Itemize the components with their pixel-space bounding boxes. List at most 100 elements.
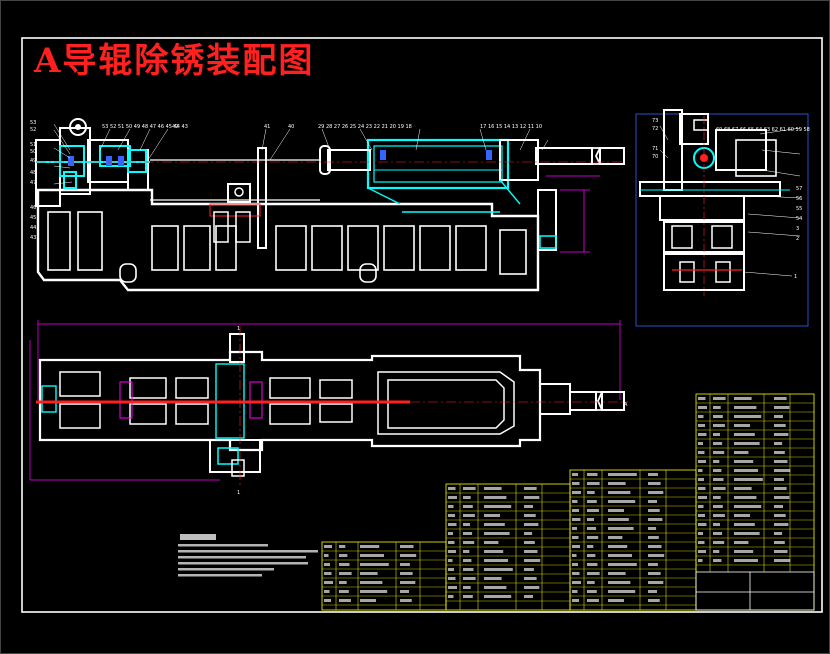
table-cell-text xyxy=(698,451,705,454)
table-cell-text xyxy=(324,590,330,593)
table-cell-text xyxy=(734,442,760,445)
table-cell-text xyxy=(463,577,476,580)
table-cell-text xyxy=(524,496,540,499)
table-cell-text xyxy=(608,491,631,494)
table-cell-text xyxy=(774,424,786,427)
svg-text:71: 71 xyxy=(652,146,658,152)
table-cell-text xyxy=(734,487,752,490)
table-cell-text xyxy=(774,433,789,436)
table-cell-text xyxy=(587,545,594,548)
table-cell-text xyxy=(734,541,749,544)
table-cell-text xyxy=(774,478,784,481)
svg-text:69 68 67 66 65 64 63 62 61 60: 69 68 67 66 65 64 63 62 61 60 59 58 xyxy=(716,127,810,133)
svg-text:53: 53 xyxy=(30,120,36,126)
svg-text:54: 54 xyxy=(796,216,802,222)
table-cell-text xyxy=(572,536,579,539)
table-cell-text xyxy=(448,532,453,535)
table-cell-text xyxy=(774,550,788,553)
table-cell-text xyxy=(484,541,499,544)
drawing-frame xyxy=(21,37,823,613)
svg-text:1: 1 xyxy=(237,326,240,332)
table-cell-text xyxy=(734,433,755,436)
table-cell-text xyxy=(774,415,783,418)
table-cell-text xyxy=(774,541,785,544)
plan-view-marks: 1 1 A xyxy=(237,326,628,496)
table-cell-text xyxy=(648,491,664,494)
table-cell-text xyxy=(774,406,790,409)
svg-text:73: 73 xyxy=(652,118,658,124)
table-cell-text xyxy=(572,527,577,530)
table-cell-text xyxy=(448,550,456,553)
svg-text:45: 45 xyxy=(30,215,36,221)
table-cell-text xyxy=(448,595,454,598)
table-cell-text xyxy=(587,518,594,521)
svg-text:41: 41 xyxy=(264,124,270,130)
table-cell-text xyxy=(339,572,352,575)
table-cell-text xyxy=(648,482,661,485)
table-cell-text xyxy=(608,581,631,584)
svg-text:47: 47 xyxy=(30,180,36,186)
table-cell-text xyxy=(713,487,726,490)
table-cell-text xyxy=(698,424,705,427)
table-cell-text xyxy=(400,572,413,575)
table-cell-text xyxy=(774,397,787,400)
svg-text:3: 3 xyxy=(796,226,799,232)
table-cell-text xyxy=(572,545,580,548)
table-cell-text xyxy=(587,482,600,485)
parts-list-rows xyxy=(322,402,814,606)
table-cell-text xyxy=(572,590,578,593)
plan-view: 1 1 A xyxy=(29,320,628,496)
table-cell-text xyxy=(587,572,600,575)
table-cell-text xyxy=(524,532,533,535)
table-cell-text xyxy=(463,532,473,535)
table-cell-text xyxy=(463,595,473,598)
table-cell-text xyxy=(774,487,787,490)
table-cell-text xyxy=(608,536,623,539)
svg-text:1: 1 xyxy=(794,274,797,280)
table-cell-text xyxy=(360,581,383,584)
svg-text:1: 1 xyxy=(237,490,240,496)
svg-text:29 28 27 26 25 24 23 22 21 20: 29 28 27 26 25 24 23 22 21 20 19 18 xyxy=(318,124,412,130)
table-cell-text xyxy=(524,487,537,490)
table-cell-text xyxy=(524,550,538,553)
table-cell-text xyxy=(400,545,414,548)
front-elevation-view: 53 52 51 50 49 48 47 46 45 44 43 53 52 5… xyxy=(30,118,625,292)
table-cell-text xyxy=(339,545,346,548)
table-cell-text xyxy=(587,599,599,602)
table-cell-text xyxy=(608,563,637,566)
svg-text:43: 43 xyxy=(30,235,36,241)
table-cell-text xyxy=(648,545,662,548)
table-cell-text xyxy=(608,554,632,557)
table-cell-text xyxy=(587,536,599,539)
table-cell-text xyxy=(324,581,333,584)
table-cell-text xyxy=(572,518,581,521)
table-cell-text xyxy=(608,509,624,512)
table-cell-text xyxy=(734,469,758,472)
table-cell-text xyxy=(698,523,707,526)
table-cell-text xyxy=(713,433,720,436)
table-cell-text xyxy=(360,545,380,548)
table-cell-text xyxy=(713,469,722,472)
table-cell-text xyxy=(734,514,750,517)
table-cell-text xyxy=(734,505,762,508)
table-cell-text xyxy=(484,487,502,490)
table-cell-text xyxy=(324,563,330,566)
table-cell-text xyxy=(698,532,703,535)
table-cell-text xyxy=(448,541,455,544)
table-cell-text xyxy=(360,572,378,575)
table-cell-text xyxy=(524,559,541,562)
table-cell-text xyxy=(587,590,597,593)
table-cell-text xyxy=(448,496,457,499)
table-cell-text xyxy=(648,590,657,593)
drawing-title: A导辊除锈装配图 xyxy=(33,41,314,81)
table-cell-text xyxy=(524,514,536,517)
table-cell-text xyxy=(734,550,754,553)
table-cell-text xyxy=(734,496,757,499)
svg-text:72: 72 xyxy=(652,126,658,132)
table-cell-text xyxy=(608,500,636,503)
table-cell-text xyxy=(400,599,412,602)
table-cell-text xyxy=(648,599,660,602)
table-cell-text xyxy=(463,487,476,490)
table-cell-text xyxy=(713,397,726,400)
table-cell-text xyxy=(587,500,597,503)
